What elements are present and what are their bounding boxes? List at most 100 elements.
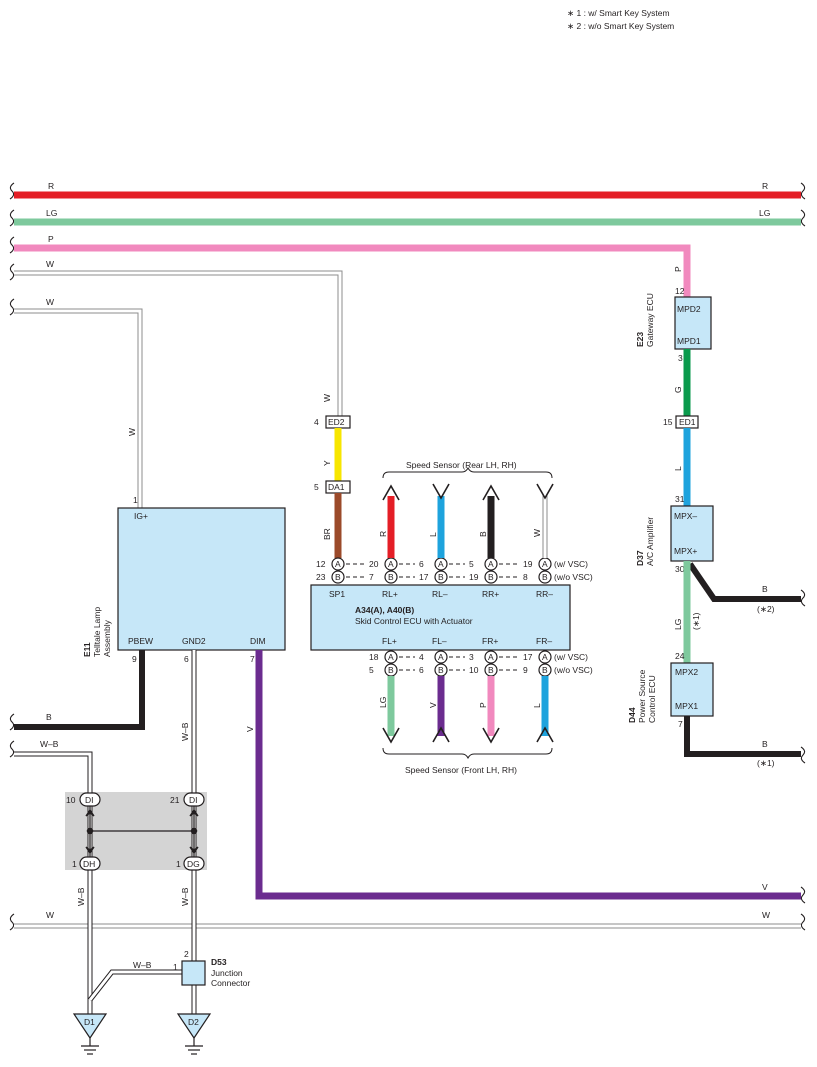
power-source-ecu: MPX2 MPX1 24 7 D44 Power Source Control … <box>627 651 714 729</box>
telltale-pin-gnd2: GND2 <box>182 636 206 646</box>
ac-pin-mpx-minus: MPX– <box>674 511 697 521</box>
rear-arrow-2 <box>482 484 500 501</box>
conn-pin-bot-b-1: 6 <box>419 665 424 675</box>
wire-w-top1-label: W <box>46 259 54 269</box>
conn-pin-bot-a-2: 3 <box>469 652 474 662</box>
conn-pin-top-b-2: 17 <box>419 572 429 582</box>
junction-connector-d53: 2 1 D53 Junction Connector <box>173 949 250 988</box>
ed2-pin: 4 <box>314 417 319 427</box>
d53-pin-left: 1 <box>173 962 178 972</box>
conn-circle-top-b-1 <box>384 570 398 584</box>
telltale-pin-ig-no: 1 <box>133 495 138 505</box>
d53-name-1: Junction <box>211 968 243 978</box>
gateway-pin-mpd2: MPD2 <box>677 304 701 314</box>
telltale-pin-gnd2-no: 6 <box>184 654 189 664</box>
rear-wire-label-3: W <box>532 529 542 537</box>
di-left-label: DI <box>85 795 94 805</box>
telltale-lamp-assembly: IG+ 1 PBEW GND2 DIM 9 6 7 E11 Telltale L… <box>82 495 286 664</box>
row-b-bottom-note: (w/o VSC) <box>554 665 593 675</box>
conn-pin-top-a-1: 20 <box>369 559 379 569</box>
conn-pin-bot-b-0: 5 <box>369 665 374 675</box>
conn-letter-bot-b-3: B <box>542 665 548 675</box>
conn-letter-top-b-1: B <box>388 572 394 582</box>
di-left-pin: 10 <box>66 795 76 805</box>
front-wire-label-2: P <box>478 702 488 708</box>
dg-pin: 1 <box>176 859 181 869</box>
wire-w-ig <box>14 309 142 508</box>
row-b-top-note: (w/o VSC) <box>554 572 593 582</box>
speed-sensor-front-label: Speed Sensor (Front LH, RH) <box>405 765 517 775</box>
ed2-wire-top: W <box>322 394 332 402</box>
wire-ig-vertical-label: W <box>127 428 137 436</box>
conn-pin-top-b-4: 8 <box>523 572 528 582</box>
dh-label: DH <box>83 859 95 869</box>
connector-da1: DA1 5 <box>314 480 351 494</box>
telltale-pin-dim-no: 7 <box>250 654 255 664</box>
front-arrow-1 <box>432 726 450 743</box>
skid-top-pin-2: RL– <box>432 589 448 599</box>
rear-arrow-0 <box>382 484 400 501</box>
wire-p <box>14 244 691 297</box>
ps-pin-mpx1: MPX1 <box>675 701 698 711</box>
gateway-ecu: MPD2 MPD1 12 3 E23 Gateway ECU P <box>635 266 712 363</box>
wire-wb-junction-label: W–B <box>133 960 152 970</box>
wire-r-label-left: R <box>48 181 54 191</box>
skid-control-ecu: A34(A), A40(B) Skid Control ECU with Act… <box>310 584 571 651</box>
ac-code: D37 <box>635 550 645 566</box>
wire-p-label: P <box>48 234 54 244</box>
row-a-bottom-note: (w/ VSC) <box>554 652 588 662</box>
ps-pin-no-top: 24 <box>675 651 685 661</box>
rear-sensor-bracket <box>382 466 553 479</box>
ac-name: A/C Amplifier <box>645 517 655 566</box>
wire-r-label-right: R <box>762 181 768 191</box>
conn-pin-top-b-1: 7 <box>369 572 374 582</box>
conn-pin-bot-a-0: 18 <box>369 652 379 662</box>
conn-letter-bot-a-1: A <box>438 652 444 662</box>
right-wire-brackets <box>800 182 806 931</box>
rear-wire-label-2: B <box>478 531 488 537</box>
conn-circle-top-b-0 <box>331 570 345 584</box>
conn-pin-top-a-3: 5 <box>469 559 474 569</box>
junction-dh: DH 1 <box>72 856 101 871</box>
conn-letter-top-b-2: B <box>438 572 444 582</box>
conn-pin-bot-a-1: 4 <box>419 652 424 662</box>
wire-lg-label-left: LG <box>46 208 57 218</box>
wire-wb-gnd2-label: W–B <box>180 722 190 741</box>
connector-ed1: ED1 15 <box>663 415 699 429</box>
ed1-label: ED1 <box>679 417 696 427</box>
conn-circle-bot-a-3 <box>538 650 552 664</box>
wire-lg-ac-label: LG <box>673 619 683 630</box>
ac-pin-no-top: 31 <box>675 494 685 504</box>
skid-ecu-name: Skid Control ECU with Actuator <box>355 616 473 626</box>
di-right-pin: 21 <box>170 795 180 805</box>
wire-w-top2-label: W <box>46 297 54 307</box>
ac-amplifier: MPX– MPX+ 31 30 D37 A/C Amplifier <box>635 494 714 574</box>
rear-wire-label-0: R <box>378 531 388 537</box>
conn-letter-top-a-2: A <box>438 559 444 569</box>
speed-sensor-rear-label: Speed Sensor (Rear LH, RH) <box>406 460 517 470</box>
telltale-pin-pbew: PBEW <box>128 636 153 646</box>
skid-top-pin-4: RR– <box>536 589 553 599</box>
da1-pin: 5 <box>314 482 319 492</box>
di-right-label: DI <box>189 795 198 805</box>
ground-d2: D2 <box>176 1013 212 1055</box>
telltale-code: E11 <box>82 642 92 657</box>
front-arrow-2 <box>482 727 500 744</box>
d53-pin-top: 2 <box>184 949 189 959</box>
da1-label: DA1 <box>328 482 345 492</box>
conn-pin-bot-b-3: 9 <box>523 665 528 675</box>
conn-letter-top-b-0: B <box>335 572 341 582</box>
wire-w-bottom-label-right: W <box>762 910 770 920</box>
gateway-name: Gateway ECU <box>645 293 655 347</box>
ground-d1-label: D1 <box>84 1017 95 1027</box>
telltale-pin-dim: DIM <box>250 636 266 646</box>
ps-name-2: Control ECU <box>647 675 657 723</box>
ed2-label: ED2 <box>328 417 345 427</box>
conn-letter-bot-a-3: A <box>542 652 548 662</box>
conn-letter-bot-b-0: B <box>388 665 394 675</box>
left-wire-brackets <box>9 182 15 931</box>
telltale-pin-ig: IG+ <box>134 511 148 521</box>
ground-d2-label: D2 <box>188 1017 199 1027</box>
conn-letter-top-b-4: B <box>542 572 548 582</box>
